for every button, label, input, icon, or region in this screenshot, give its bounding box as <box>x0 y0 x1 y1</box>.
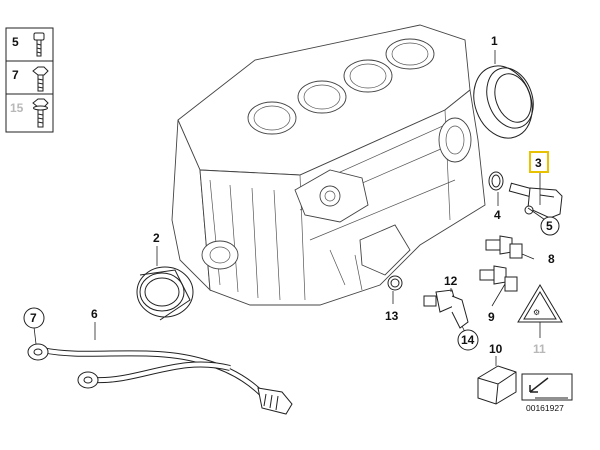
callout-8: 8 <box>548 252 555 266</box>
callout-4: 4 <box>494 208 501 222</box>
highlight-frame <box>529 151 549 173</box>
part-6-knock-sensor-harness[interactable] <box>27 343 293 415</box>
callout-10: 10 <box>489 342 503 356</box>
callout-7: 7 <box>30 311 37 325</box>
part-3-sensor[interactable] <box>508 182 563 219</box>
collar-bolt-icon <box>32 98 49 128</box>
callout-3: 3 <box>535 156 542 170</box>
callout-9: 9 <box>488 310 495 324</box>
legend-number-7: 7 <box>12 68 19 82</box>
part-10-box[interactable] <box>477 365 517 405</box>
part-8-sensor[interactable] <box>485 235 523 259</box>
callout-5: 5 <box>546 219 553 233</box>
callout-6: 6 <box>91 307 98 321</box>
legend-panel: 5 7 15 <box>5 27 54 133</box>
leader-lines <box>33 50 549 366</box>
part-2-front-seal[interactable] <box>136 266 194 321</box>
callout-13: 13 <box>385 309 399 323</box>
callout-1: 1 <box>491 34 498 48</box>
legend-number-5: 5 <box>12 35 19 49</box>
part-4-sealing-ring[interactable] <box>488 171 504 191</box>
hex-bolt-icon <box>32 66 49 92</box>
callouts: 1 2 3 4 5 6 7 8 9 10 11 12 13 14 <box>23 34 560 356</box>
legend-number-15: 15 <box>10 101 24 115</box>
warning-symbol-icon: ⚙ <box>533 308 540 317</box>
callout-2: 2 <box>153 231 160 245</box>
callout-11: 11 <box>533 342 546 356</box>
callout-12: 12 <box>444 274 458 288</box>
part-13-ring[interactable] <box>387 275 403 291</box>
engine-block <box>171 24 486 306</box>
part-11-warning-label[interactable]: ⚙ <box>517 284 563 323</box>
callout-14: 14 <box>461 333 475 347</box>
part-9-sensor[interactable] <box>479 265 518 292</box>
drawing-number: 00161927 <box>526 403 564 413</box>
screw-icon <box>33 32 45 57</box>
drawing-number-stamp: 00161927 <box>521 373 573 413</box>
part-1-rear-seal[interactable] <box>464 58 542 147</box>
part-12-solenoid[interactable] <box>423 289 469 329</box>
